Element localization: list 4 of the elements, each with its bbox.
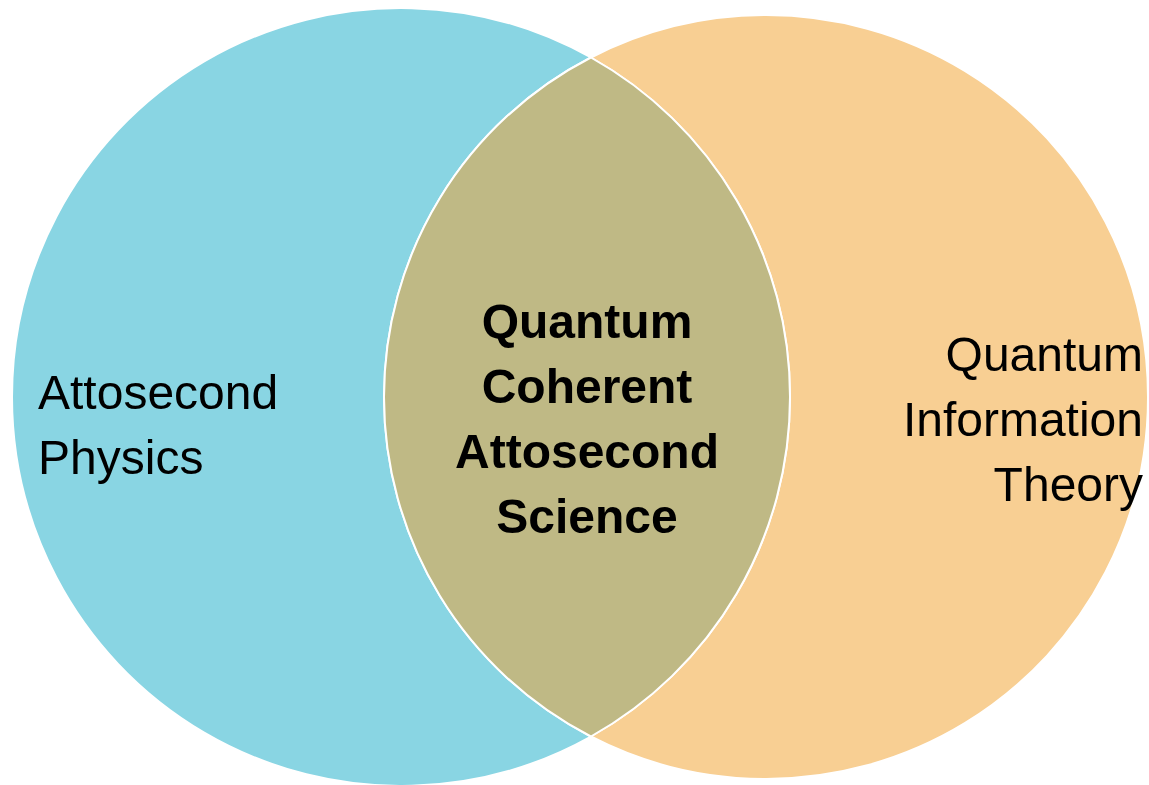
overlap-label: Quantum Coherent Attosecond Science bbox=[454, 294, 720, 545]
circle-label: Quantum Information Theory bbox=[901, 327, 1143, 513]
circle-label: Attosecond Physics bbox=[38, 365, 280, 486]
venn-overlap bbox=[384, 57, 790, 737]
